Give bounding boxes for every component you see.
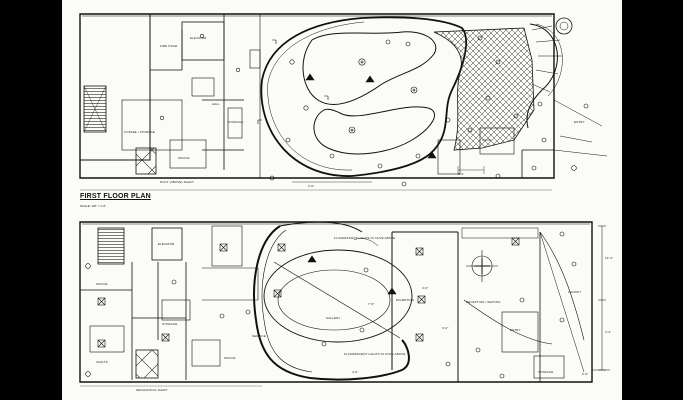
first-floor-plan	[79, 13, 608, 191]
first-floor-title: FIRST FLOOR PLAN	[80, 193, 151, 200]
lower-label-mechanical: MECHANICAL SHAFT	[136, 388, 168, 392]
lower-note-service: SERVICE	[252, 334, 266, 338]
room-label-storage: STORAGE	[228, 120, 244, 124]
lower-room-label-storage: STORAGE	[162, 322, 178, 326]
lower-label-canopy: CANOPY	[568, 290, 582, 294]
first-floor-shaft-note: DUCT (ABOVE) SHAFT	[160, 180, 194, 184]
lower-room-label-gallery: GALLERY	[326, 316, 341, 320]
lower-dim-4: 3'-0"	[442, 326, 449, 330]
lower-room-label-vaults: VAULTS	[96, 360, 108, 364]
lower-dim-7: 6'-0"	[582, 372, 589, 376]
lower-note-cove-1: FLUORESCENT LIGHTS IN COVE ABOVE	[334, 236, 396, 240]
plan-drawing	[79, 13, 610, 387]
lower-room-label-exhibition: EXHIBITION	[396, 298, 415, 302]
lower-room-label-office: OFFICE	[96, 282, 108, 286]
lower-floor-fixtures	[85, 231, 577, 379]
room-label-elevator: ELEVATOR	[190, 36, 207, 40]
lower-dim-3: 4'-0"	[352, 370, 359, 374]
lower-room-label-reception: RECEPTION / WAITING	[466, 300, 501, 304]
room-label-hall: HALL	[212, 102, 220, 106]
room-label-entry: ENTRY	[574, 120, 585, 124]
lower-floor-plan	[79, 221, 610, 387]
lower-dim-1: 7'-5"	[368, 302, 375, 306]
blueprint-sheet: FIRST FLOOR PLAN SCALE: 1/8" = 1'-0" ELE…	[62, 0, 622, 400]
lower-room-label-storage-2: STORAGE	[538, 370, 554, 374]
lower-dim-5: 14'-0"	[605, 256, 614, 260]
room-label-stair: STAIR	[482, 138, 492, 142]
first-floor-scale: SCALE: 1/8" = 1'-0"	[80, 204, 107, 208]
lower-room-label-elevator: ELEVATOR	[158, 242, 175, 246]
first-floor-dim-1: 2'-0"	[308, 184, 315, 188]
room-label-coffee-storage: COFFEE / STORAGE	[124, 130, 155, 134]
lower-dim-2: 4'-6"	[422, 286, 429, 290]
first-floor-dim-2: 3'-0"	[458, 172, 465, 176]
room-label-office: OFFICE	[178, 156, 190, 160]
lower-room-label-entry: ENTRY	[510, 328, 521, 332]
lower-room-label-office-2: OFFICE	[224, 356, 236, 360]
lower-note-cove-2: FLUORESCENT LIGHTS IN COVE ABOVE	[344, 352, 406, 356]
lower-dim-6: 3'-2"	[605, 330, 612, 334]
first-floor-fixtures	[159, 33, 589, 187]
room-label-fire-stair: FIRE STAIR	[160, 44, 178, 48]
